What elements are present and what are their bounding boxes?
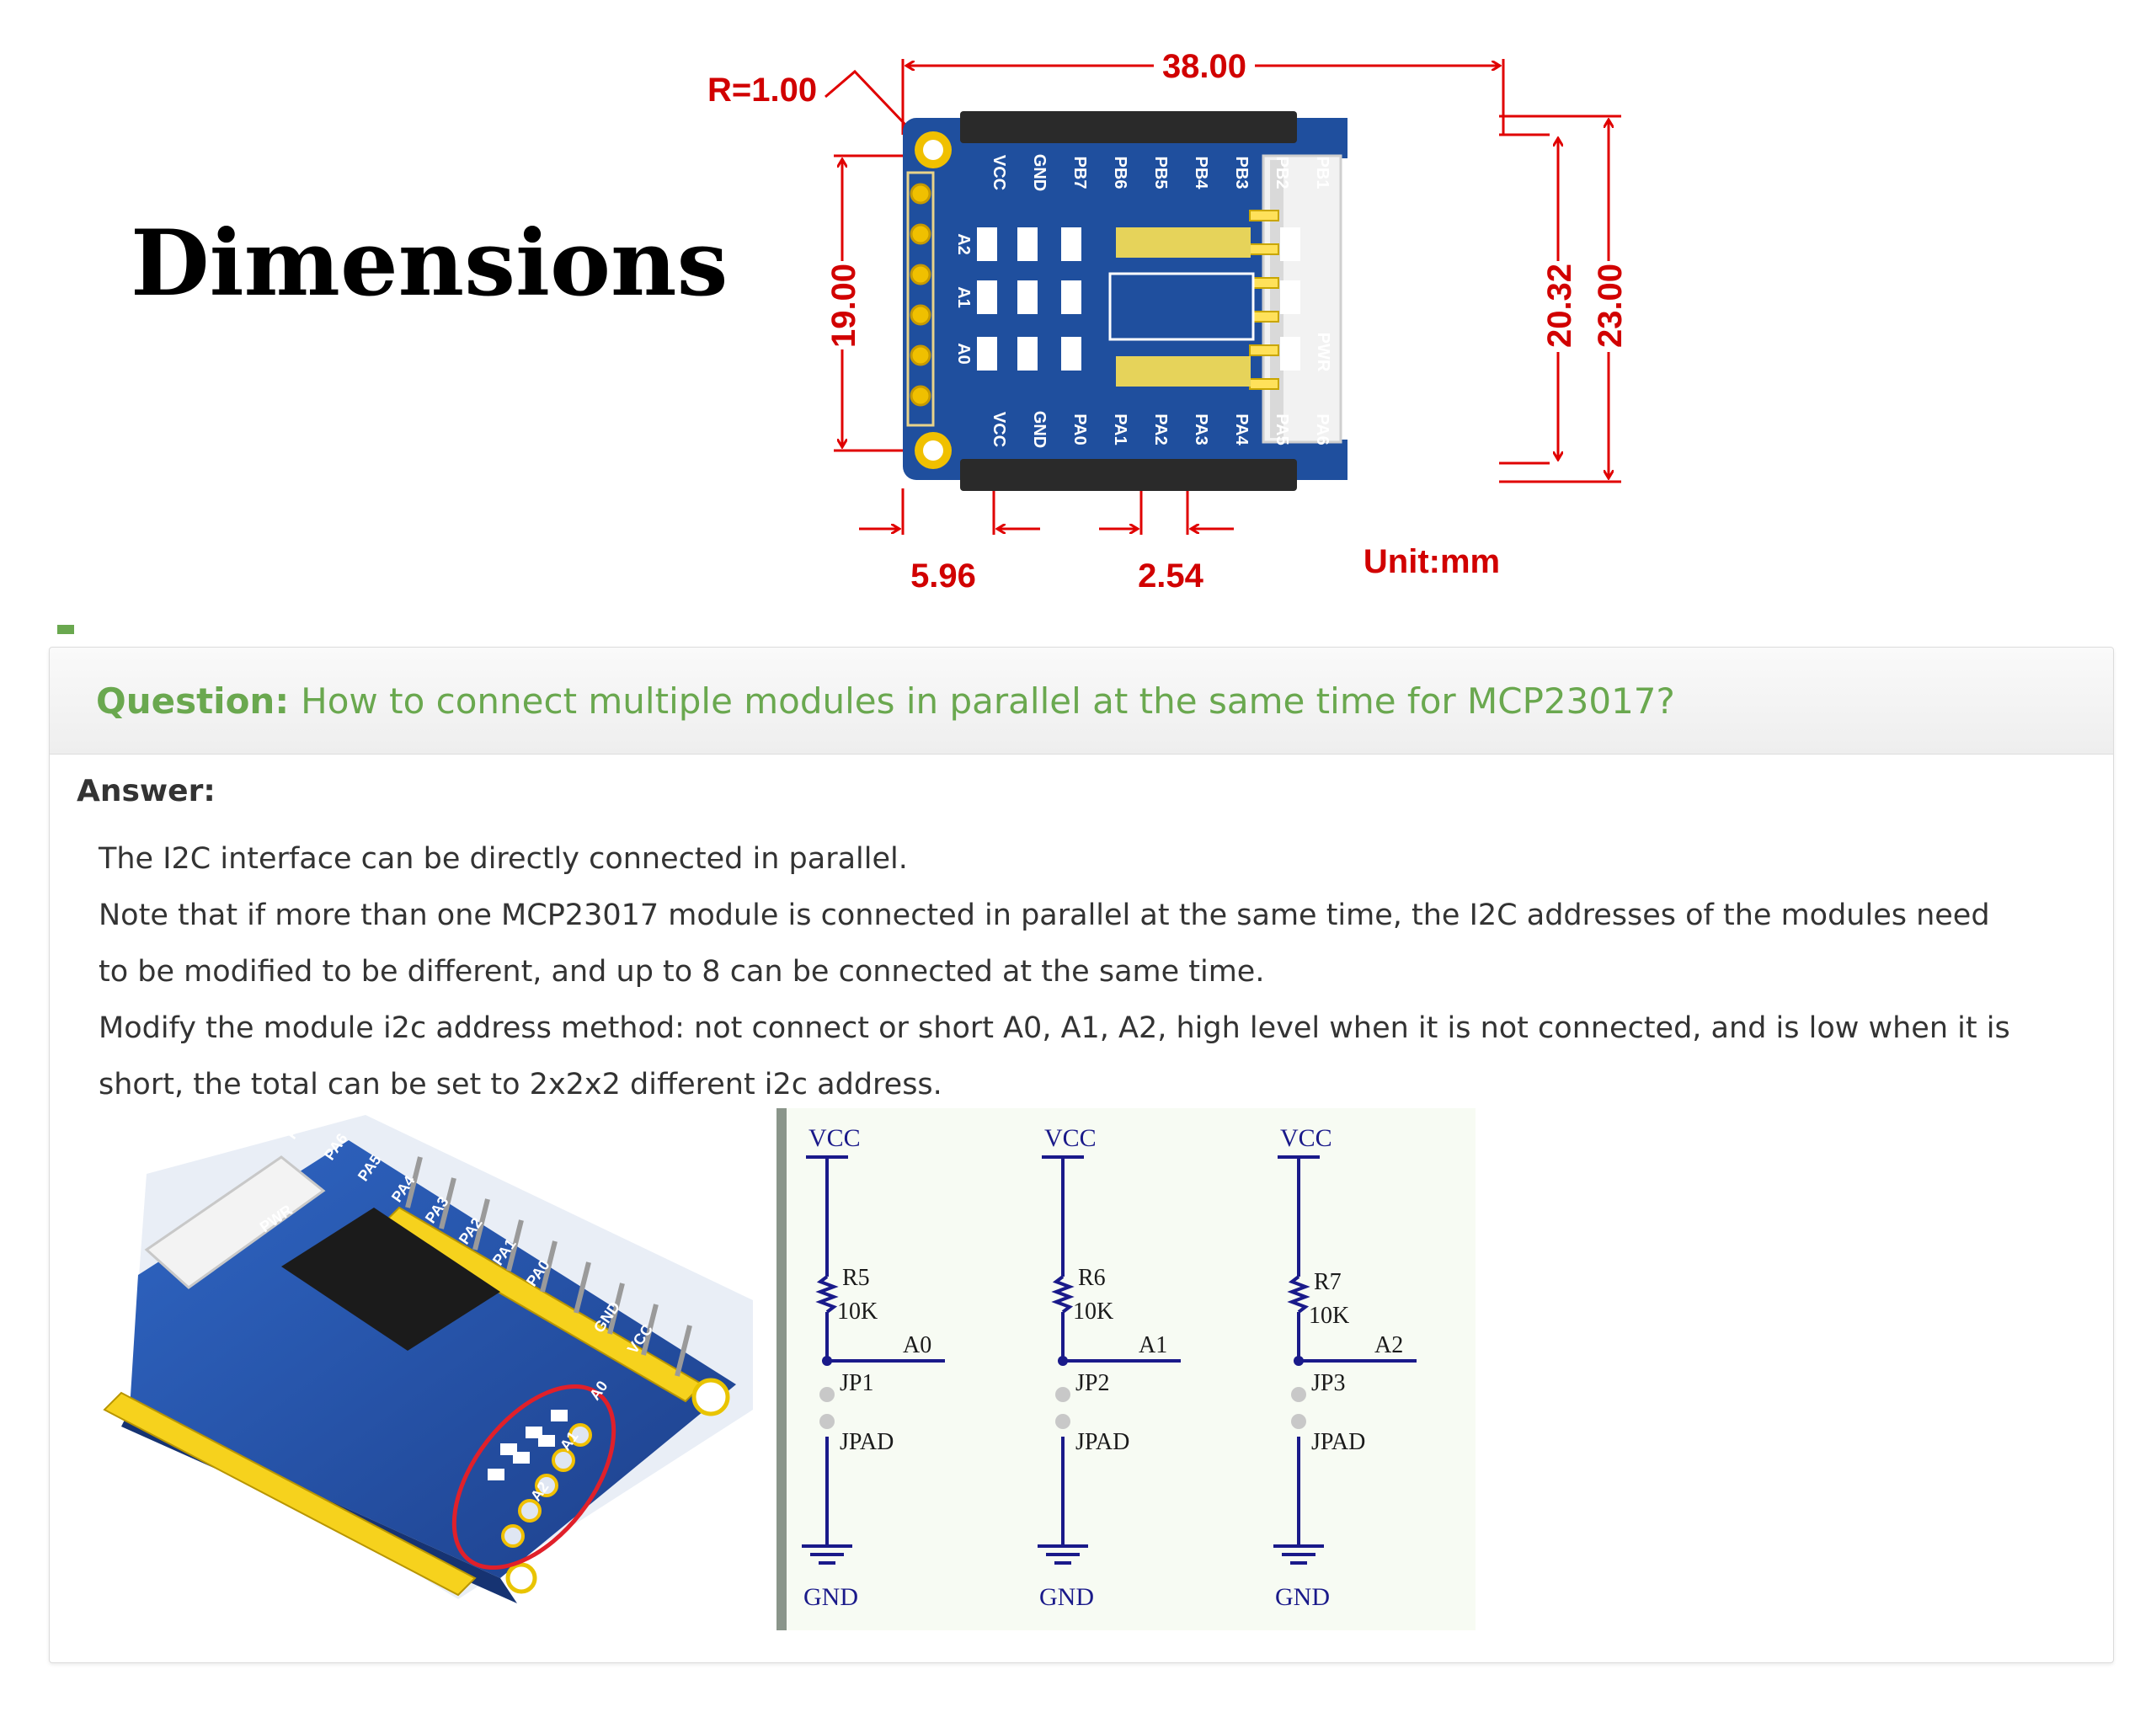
answer-label: Answer: [77, 774, 216, 808]
board-pin-label: PA1 [1111, 413, 1129, 445]
board-pin-label: PA6 [1313, 413, 1331, 445]
question-text: How to connect multiple modules in paral… [301, 680, 1675, 722]
vcc-label: VCC [1280, 1124, 1332, 1152]
board-pin-label: PB2 [1273, 157, 1291, 189]
jumper-pad: JPAD [1075, 1429, 1129, 1455]
section-marker [57, 625, 74, 634]
board-pin-label: PB6 [1111, 157, 1129, 189]
board-pin-label: GND [1030, 154, 1049, 191]
board-pin-label: VCC [990, 412, 1008, 447]
unit-label: Unit:mm [1364, 543, 1500, 580]
board-pin-label: PA2 [1151, 413, 1170, 445]
net-label: A2 [1374, 1332, 1403, 1358]
jumper-pad: JPAD [840, 1429, 894, 1455]
chip-footprint [1108, 272, 1255, 341]
resistor-value: 10K [1309, 1303, 1349, 1329]
dimensions-title: Dimensions [131, 211, 728, 317]
height-left-dim-label: 19.00 [825, 264, 862, 348]
answer-line: short, the total can be set to 2x2x2 dif… [99, 1068, 942, 1101]
answer-line: Modify the module i2c address method: no… [99, 1011, 2010, 1045]
answer-line: The I2C interface can be directly connec… [99, 842, 908, 876]
height-outer-dim-label: 23.00 [1592, 264, 1629, 348]
width-dim-label: 38.00 [1162, 48, 1246, 85]
gnd-label: GND [1275, 1583, 1330, 1611]
board-outline [903, 118, 1267, 480]
board-pwr-label: PWR [1314, 333, 1332, 372]
gnd-label: GND [1039, 1583, 1094, 1611]
jumper-ref: JP1 [840, 1370, 873, 1396]
schematic-column: VCC R7 10K A2 JP3 JPAD GND [1273, 1124, 1417, 1611]
module-photo: PA7 PA6 PA5 PA4 PA3 PA2 PA1 PA0 GND VCC … [103, 1109, 753, 1603]
board-addr-label: A1 [954, 286, 973, 308]
dimension-drawing: 38.00 R=1.00 19.00 20.32 23.00 5.96 2.54… [707, 48, 1629, 595]
offset-dim-label: 5.96 [910, 557, 976, 595]
resistor-value: 10K [1073, 1299, 1113, 1325]
board-pin-label: GND [1030, 411, 1049, 448]
address-schematic: VCC R5 10K A0 JP1 JPAD GND VCC [776, 1108, 1476, 1630]
jumper-ref: JP3 [1311, 1370, 1345, 1396]
board-pin-label: PA0 [1070, 413, 1089, 445]
top-header-pins [960, 111, 1297, 143]
board-addr-label: A2 [954, 233, 973, 255]
resistor-value: 10K [837, 1299, 878, 1325]
board-pin-label: PA7 [1353, 413, 1372, 445]
board-pin-label: PB5 [1151, 157, 1170, 189]
board-pin-label: PA5 [1273, 413, 1291, 445]
connector-pins [1249, 210, 1279, 390]
answer-line: Note that if more than one MCP23017 modu… [99, 899, 1990, 932]
radius-dim-label: R=1.00 [707, 72, 817, 109]
board-pin-label: PA4 [1232, 413, 1251, 445]
bottom-header-pins [960, 459, 1297, 491]
height-inner-dim-label: 20.32 [1541, 264, 1578, 348]
faq-panel: Question: How to connect multiple module… [49, 647, 2114, 1663]
schematic-column: VCC R5 10K A0 JP1 JPAD GND [802, 1124, 945, 1611]
left-header-holes [910, 183, 931, 407]
gnd-label: GND [803, 1583, 858, 1611]
board-pin-label: PB0 [1353, 157, 1372, 189]
pitch-dim-label: 2.54 [1138, 557, 1204, 595]
net-label: A1 [1139, 1332, 1167, 1358]
board-pin-label: VCC [990, 155, 1008, 190]
net-label: A0 [903, 1332, 931, 1358]
board-pin-label: PA3 [1192, 413, 1210, 445]
vcc-label: VCC [1044, 1124, 1097, 1152]
board-addr-label: A0 [954, 343, 973, 365]
schematic-column: VCC R6 10K A1 JP2 JPAD GND [1038, 1124, 1181, 1611]
vcc-label: VCC [808, 1124, 861, 1152]
board-pin-label: PB4 [1192, 157, 1210, 190]
faq-question: Question: How to connect multiple module… [50, 648, 2113, 755]
address-jumper-highlight [451, 1384, 616, 1571]
resistor-ref: R6 [1078, 1265, 1106, 1291]
board-pin-label: PB3 [1232, 157, 1251, 189]
jumper-pad: JPAD [1311, 1429, 1365, 1455]
resistor-ref: R7 [1314, 1269, 1342, 1295]
resistor-ref: R5 [842, 1265, 870, 1291]
board-pin-label: PB7 [1070, 157, 1089, 189]
board-pin-label: PB1 [1313, 157, 1331, 189]
answer-line: to be modified to be different, and up t… [99, 955, 1265, 989]
answer-body: The I2C interface can be directly connec… [99, 831, 2010, 1113]
question-label: Question: [96, 680, 290, 722]
jumper-ref: JP2 [1075, 1370, 1109, 1396]
